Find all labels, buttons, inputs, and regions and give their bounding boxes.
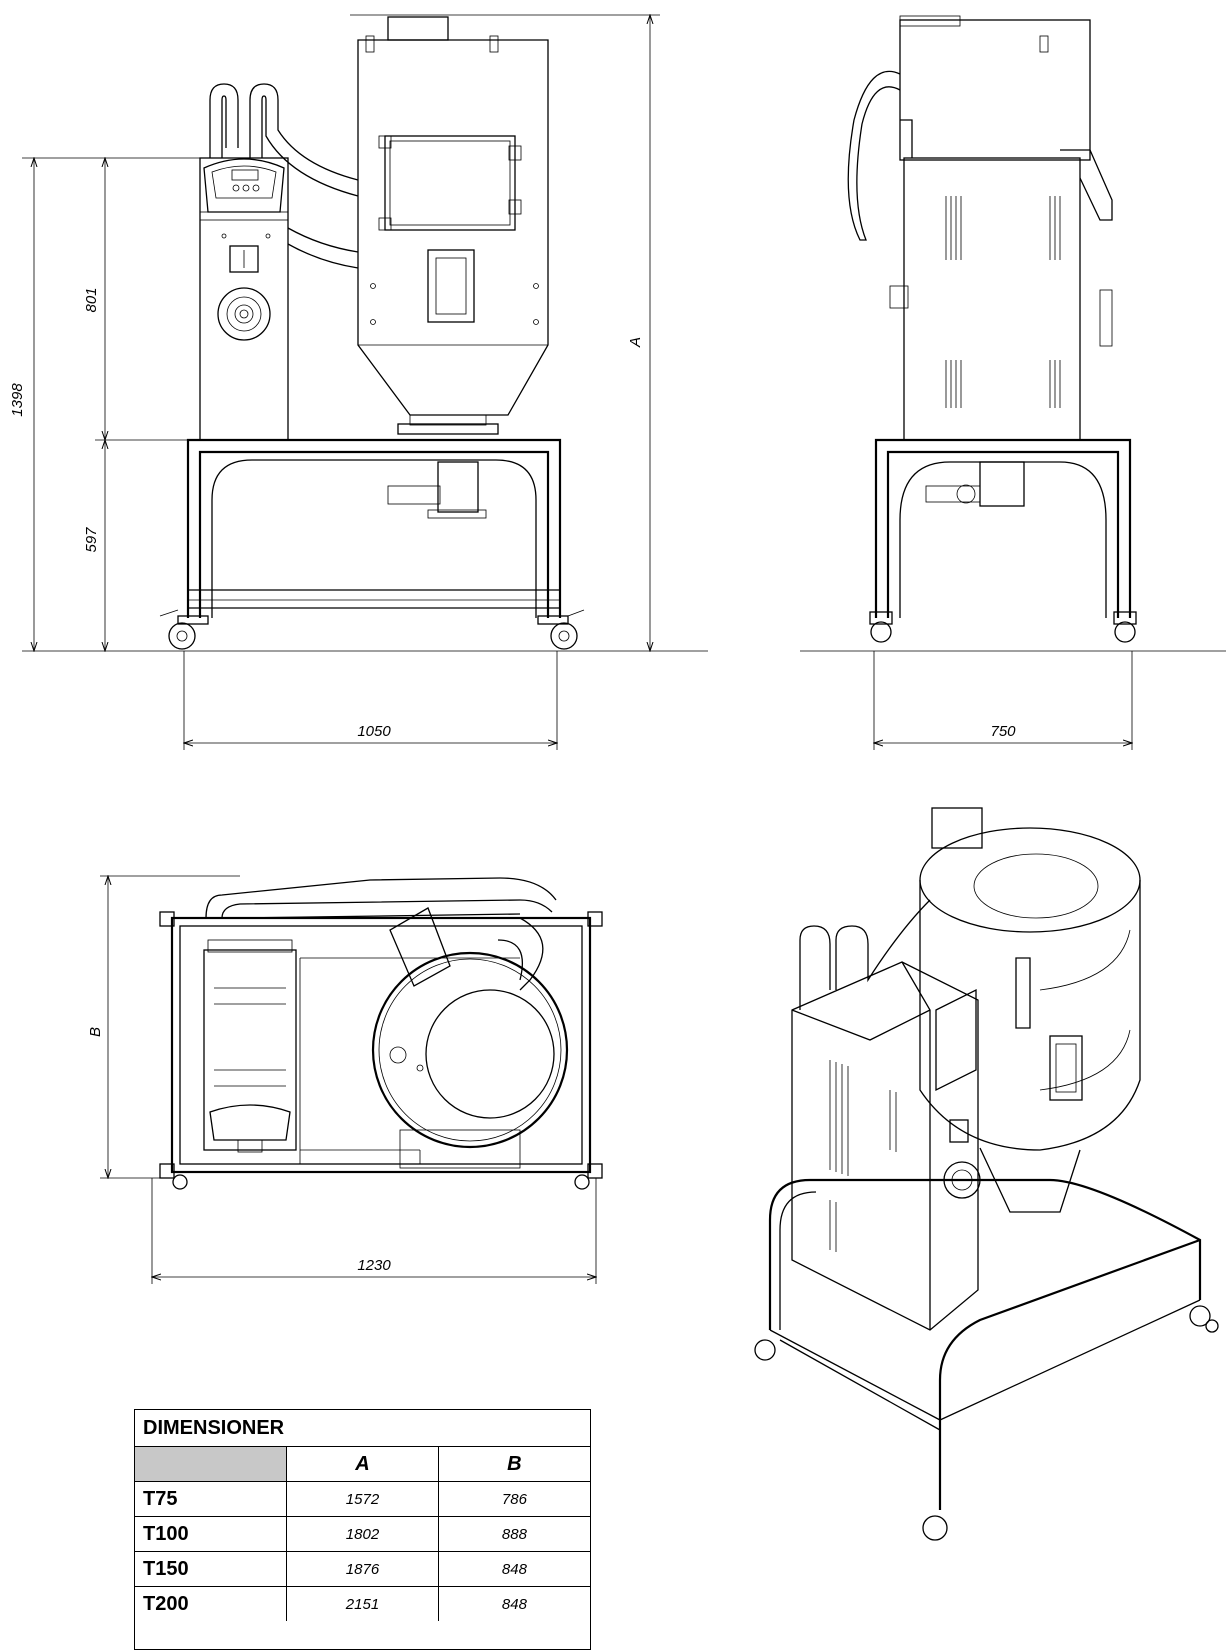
table-header-blank <box>135 1447 288 1482</box>
dim-801-label: 801 <box>83 287 100 312</box>
table-row-model: T200 <box>135 1586 288 1621</box>
table-row-b: 848 <box>437 1586 590 1621</box>
table-row: T75 1572 786 <box>135 1481 590 1517</box>
isometric-view <box>754 807 1219 1541</box>
table-row: T150 1876 848 <box>135 1551 590 1587</box>
table-header-b: B <box>437 1447 590 1482</box>
dimensions-table: DIMENSIONER A B T75 1572 786 T100 1802 8… <box>134 1409 591 1650</box>
table-header-a: A <box>286 1447 439 1482</box>
dim-750-label: 750 <box>990 723 1016 740</box>
table-row-model: T75 <box>135 1481 288 1517</box>
dim-597-label: 597 <box>83 527 100 553</box>
dim-1230-label: 1230 <box>357 1257 391 1274</box>
table-row: T100 1802 888 <box>135 1516 590 1552</box>
dim-1398-label: 1398 <box>9 383 26 417</box>
table-row-model: T100 <box>135 1516 288 1552</box>
dim-1050-label: 1050 <box>357 723 391 740</box>
side-view: 750 <box>800 15 1226 750</box>
table-row-b: 848 <box>437 1551 590 1587</box>
table-row-b: 786 <box>437 1481 590 1517</box>
table-header-row: A B <box>135 1447 590 1482</box>
table-row-a: 1802 <box>286 1516 439 1552</box>
table-row-model: T150 <box>135 1551 288 1587</box>
top-view: B 1230 <box>87 876 603 1284</box>
table-title: DIMENSIONER <box>135 1410 590 1447</box>
front-view: 1398 801 597 A 1050 <box>9 15 708 750</box>
table-row-a: 1572 <box>286 1481 439 1517</box>
table-row-a: 1876 <box>286 1551 439 1587</box>
table-row-b: 888 <box>437 1516 590 1552</box>
dim-B-label: B <box>87 1027 104 1037</box>
table-row: T200 2151 848 <box>135 1586 590 1621</box>
dim-A-label: A <box>627 337 644 348</box>
table-row-a: 2151 <box>286 1586 439 1621</box>
